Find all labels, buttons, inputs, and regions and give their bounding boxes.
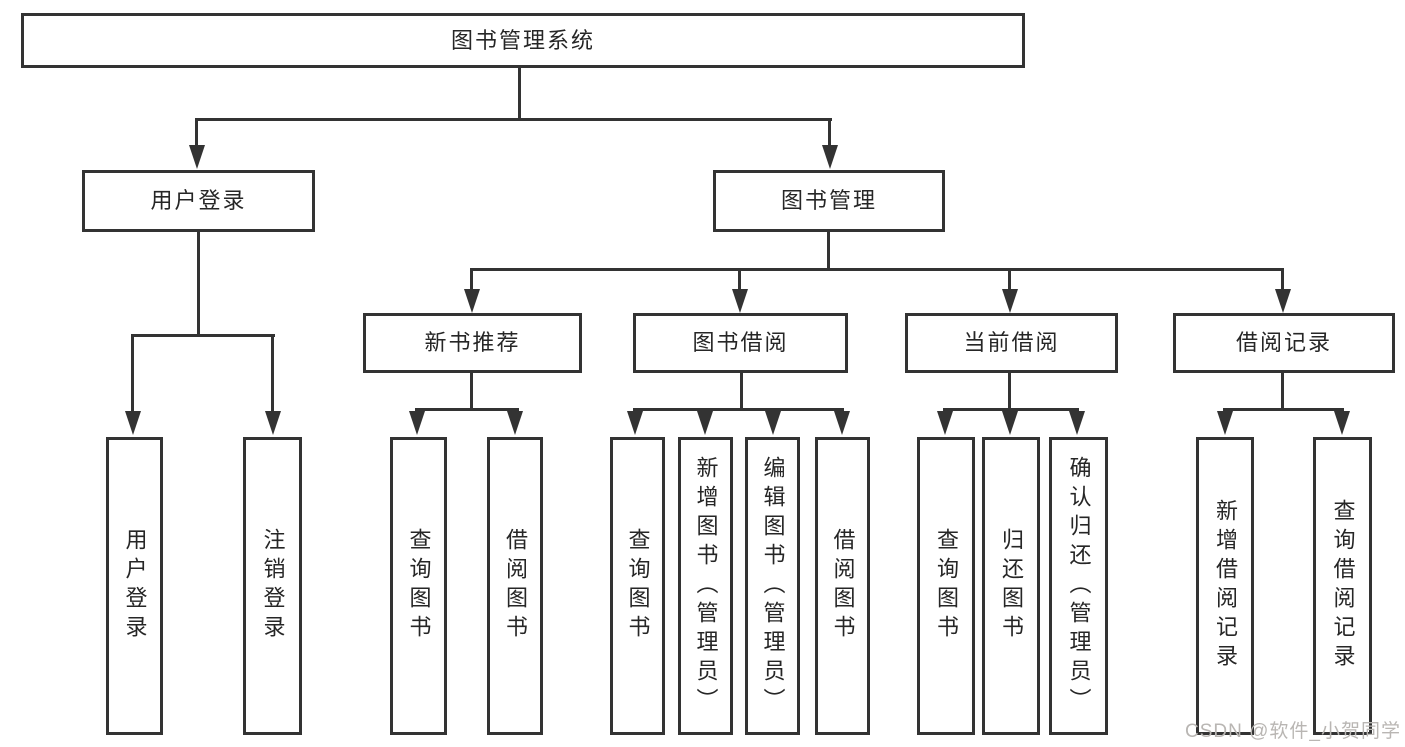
leaf-borrow-book-label: 借阅图书 [830, 528, 856, 644]
connector-login-stem [197, 232, 200, 337]
connector-current-stem [1008, 373, 1011, 411]
arrowhead-to-confirm-return [1069, 411, 1085, 435]
node-book-borrow-label: 图书借阅 [692, 330, 789, 355]
node-current-borrow-label: 当前借阅 [963, 330, 1060, 355]
arrowhead-to-return-book [1002, 411, 1018, 435]
leaf-add-book-admin: 新增图书（管理员） [678, 437, 733, 735]
arrowhead-to-new-book-recommend [464, 289, 480, 313]
connector-recommend-hline [415, 408, 519, 411]
leaf-recommend-borrow-book: 借阅图书 [487, 437, 543, 735]
connector-login-drop-1 [131, 335, 134, 415]
connector-mgmt-stem [827, 232, 830, 270]
leaf-add-borrow-record-label: 新增借阅记录 [1213, 499, 1238, 673]
leaf-current-query-book-label: 查询图书 [934, 528, 959, 644]
node-book-borrow: 图书借阅 [633, 313, 848, 373]
arrowhead-to-edit-book [765, 411, 781, 435]
connector-root-stem [518, 68, 521, 120]
leaf-logout-label: 注销登录 [260, 528, 286, 644]
arrowhead-to-leaf-user-login [125, 411, 141, 435]
leaf-query-borrow-record-label: 查询借阅记录 [1330, 499, 1356, 673]
arrowhead-to-query-record [1334, 411, 1350, 435]
root-node-label: 图书管理系统 [450, 27, 595, 53]
connector-recommend-stem [470, 373, 473, 411]
arrowhead-to-recommend-query [409, 411, 425, 435]
leaf-query-borrow-record: 查询借阅记录 [1313, 437, 1372, 735]
leaf-confirm-return-admin-label: 确认归还（管理员） [1066, 455, 1092, 717]
connector-borrow-hline [633, 408, 844, 411]
connector-mgmt-drop-1 [470, 270, 473, 292]
connector-root-drop-left [195, 120, 198, 147]
connector-mgmt-drop-4 [1281, 270, 1284, 292]
branch-user-login: 用户登录 [82, 170, 315, 232]
branch-user-login-label: 用户登录 [150, 188, 247, 213]
arrowhead-to-user-login [189, 145, 205, 169]
leaf-return-book: 归还图书 [982, 437, 1040, 735]
branch-book-management-label: 图书管理 [780, 188, 877, 213]
root-node-system: 图书管理系统 [21, 13, 1025, 68]
leaf-edit-book-admin: 编辑图书（管理员） [745, 437, 800, 735]
branch-book-management: 图书管理 [713, 170, 945, 232]
arrowhead-to-leaf-logout [265, 411, 281, 435]
connector-mgmt-drop-2 [738, 270, 741, 292]
node-current-borrow: 当前借阅 [905, 313, 1118, 373]
arrowhead-to-add-record [1217, 411, 1233, 435]
leaf-add-book-admin-label: 新增图书（管理员） [693, 455, 719, 717]
leaf-borrow-book: 借阅图书 [815, 437, 870, 735]
arrowhead-to-current-query [937, 411, 953, 435]
arrowhead-to-borrow-leaf [834, 411, 850, 435]
leaf-user-login: 用户登录 [106, 437, 163, 735]
leaf-recommend-query-book: 查询图书 [390, 437, 447, 735]
connector-record-stem [1281, 373, 1284, 411]
arrowhead-to-book-borrow [732, 289, 748, 313]
connector-current-hline [943, 408, 1079, 411]
leaf-recommend-query-book-label: 查询图书 [406, 528, 432, 644]
leaf-confirm-return-admin: 确认归还（管理员） [1049, 437, 1108, 735]
connector-borrow-stem [740, 373, 743, 411]
leaf-borrow-query-book: 查询图书 [610, 437, 665, 735]
arrowhead-to-borrow-query [627, 411, 643, 435]
leaf-add-borrow-record: 新增借阅记录 [1196, 437, 1254, 735]
leaf-user-login-label: 用户登录 [122, 528, 148, 644]
csdn-watermark: CSDN @软件_小贺同学 [1185, 721, 1401, 742]
node-new-book-recommend-label: 新书推荐 [424, 330, 521, 355]
connector-mgmt-drop-3 [1008, 270, 1011, 292]
connector-root-hline [195, 118, 832, 121]
leaf-return-book-label: 归还图书 [999, 528, 1024, 644]
arrowhead-to-current-borrow [1002, 289, 1018, 313]
connector-login-hline [131, 334, 275, 337]
connector-root-drop-right [828, 120, 831, 147]
node-borrow-record: 借阅记录 [1173, 313, 1395, 373]
arrowhead-to-recommend-borrow [507, 411, 523, 435]
arrowhead-to-book-management [822, 145, 838, 169]
leaf-logout: 注销登录 [243, 437, 302, 735]
connector-login-drop-2 [271, 335, 274, 415]
leaf-recommend-borrow-book-label: 借阅图书 [503, 528, 528, 644]
node-new-book-recommend: 新书推荐 [363, 313, 582, 373]
leaf-borrow-query-book-label: 查询图书 [625, 528, 651, 644]
arrowhead-to-borrow-record [1275, 289, 1291, 313]
leaf-edit-book-admin-label: 编辑图书（管理员） [760, 455, 786, 717]
node-borrow-record-label: 借阅记录 [1235, 330, 1332, 355]
connector-record-hline [1223, 408, 1344, 411]
arrowhead-to-add-book [697, 411, 713, 435]
connector-mgmt-hline [470, 268, 1284, 271]
leaf-current-query-book: 查询图书 [917, 437, 975, 735]
